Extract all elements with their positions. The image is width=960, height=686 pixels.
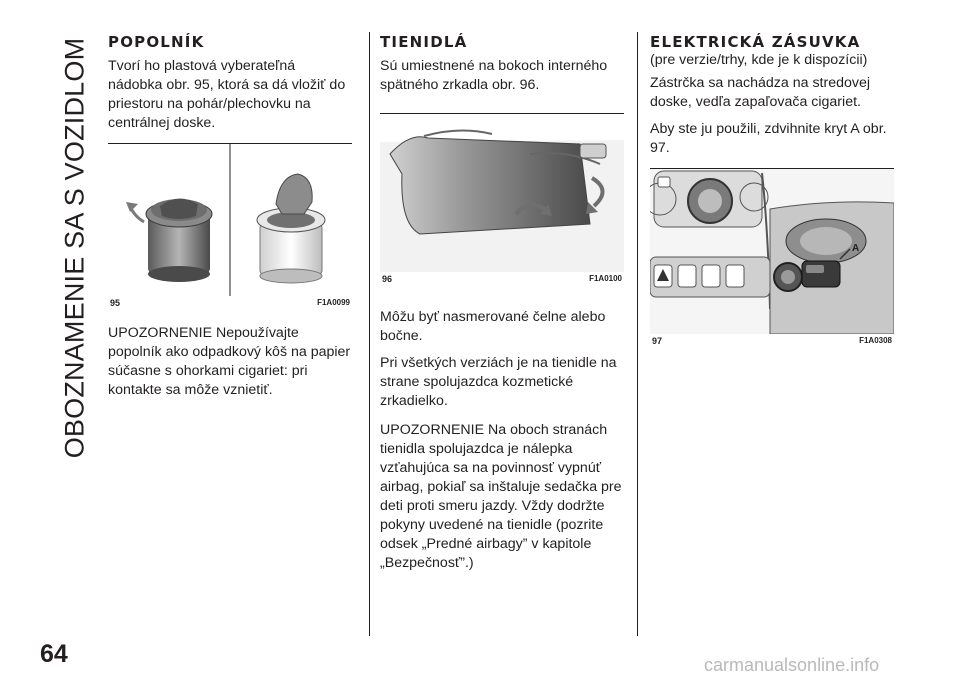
chapter-side-title: OBOZNAMENIE SA S VOZIDLOM bbox=[50, 32, 100, 464]
ashtray-warning: UPOZORNENIE Nepoužívajte popolník ako od… bbox=[108, 325, 351, 398]
figure-95-caption: 95 F1A0099 bbox=[108, 298, 352, 310]
figure-95: 95 F1A0099 bbox=[108, 143, 352, 314]
power-socket-heading: ELEKTRICKÁ ZÁSUVKA bbox=[650, 33, 861, 51]
figure-96-number: 96 bbox=[382, 274, 393, 284]
ashtray-heading: POPOLNÍK bbox=[108, 33, 205, 51]
power-socket-usage: Aby ste ju použili, zdvihnite kryt A obr… bbox=[650, 121, 887, 156]
power-socket-illustration: A bbox=[650, 169, 894, 334]
ashtray-intro: Tvorí ho plastová vyberateľná nádobka ob… bbox=[108, 58, 346, 131]
power-socket-availability: (pre verzie/trhy, kde je k dispozícii) bbox=[650, 52, 868, 68]
figure-97-code: F1A0308 bbox=[859, 336, 892, 345]
ashtray-section: POPOLNÍK Tvorí ho plastová vyberateľná n… bbox=[108, 34, 352, 410]
column-divider-1 bbox=[369, 32, 370, 636]
figure-96: 96 F1A0100 bbox=[380, 113, 624, 290]
watermark: carmanualsonline.info bbox=[704, 655, 880, 675]
sun-visor-illustration bbox=[380, 114, 624, 272]
sun-visors-intro: Sú umiestnené na bokoch interného spätné… bbox=[380, 58, 608, 93]
figure-96-caption: 96 F1A0100 bbox=[380, 274, 624, 286]
power-socket-location: Zástrčka sa nachádza na stredovej doske,… bbox=[650, 75, 871, 110]
figure-97-number: 97 bbox=[652, 336, 663, 346]
ashtray-illustration bbox=[108, 144, 352, 296]
sun-visors-mirror: Pri všetkých verziách je na tienidle na … bbox=[380, 355, 617, 409]
figure-97: A 97 F1A0308 bbox=[650, 168, 894, 352]
sun-visors-heading: TIENIDLÁ bbox=[380, 33, 468, 51]
sun-visors-warning: UPOZORNENIE Na oboch stranách tienidla s… bbox=[380, 422, 622, 571]
page-number: 64 bbox=[40, 640, 68, 668]
figure-97-caption: 97 F1A0308 bbox=[650, 336, 894, 348]
chapter-title-text: OBOZNAMENIE SA S VOZIDLOM bbox=[59, 37, 90, 459]
sun-visors-orientation: Môžu byť nasmerované čelne alebo bočne. bbox=[380, 309, 606, 344]
figure-95-code: F1A0099 bbox=[317, 298, 350, 307]
power-socket-section: ELEKTRICKÁ ZÁSUVKA (pre verzie/trhy, kde… bbox=[650, 34, 894, 352]
sun-visors-section: TIENIDLÁ Sú umiestnené na bokoch interné… bbox=[380, 34, 624, 583]
figure-95-number: 95 bbox=[110, 298, 121, 308]
figure-96-code: F1A0100 bbox=[589, 274, 622, 283]
cover-a-callout: A bbox=[852, 243, 859, 254]
column-divider-2 bbox=[637, 32, 638, 636]
